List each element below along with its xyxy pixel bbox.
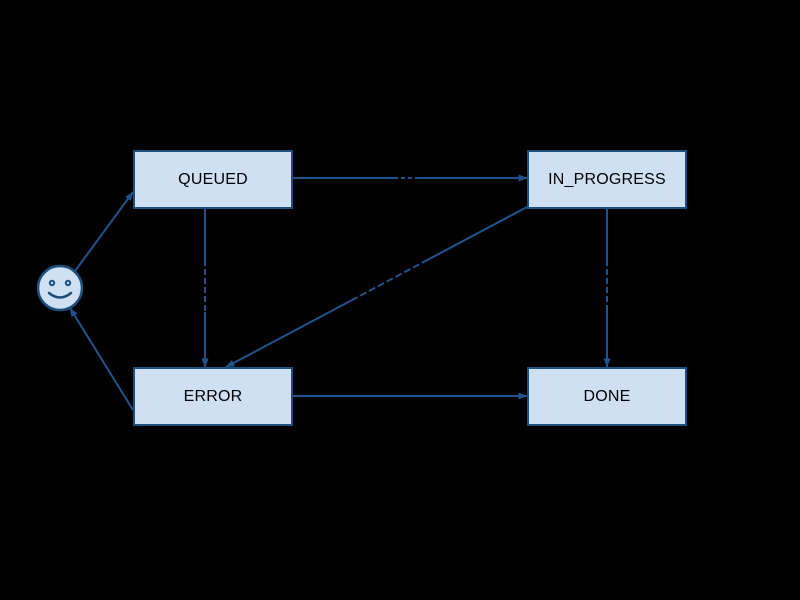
- start-state-node[interactable]: [36, 264, 84, 312]
- state-node-in-progress[interactable]: IN_PROGRESS: [527, 150, 687, 209]
- edge-inprogress-to-error-label-gap: [356, 261, 423, 300]
- smiley-face-icon: [36, 264, 84, 312]
- state-label-done: DONE: [583, 387, 631, 405]
- edge-error-to-start: [69, 307, 134, 411]
- edge-start-to-queued: [74, 191, 134, 272]
- state-node-error[interactable]: ERROR: [133, 367, 293, 426]
- smiley-mouth-icon: [47, 291, 73, 299]
- smiley-eye-left-icon: [48, 279, 56, 287]
- state-label-in-progress: IN_PROGRESS: [548, 170, 666, 188]
- state-label-queued: QUEUED: [178, 170, 248, 188]
- state-node-queued[interactable]: QUEUED: [133, 150, 293, 209]
- state-node-done[interactable]: DONE: [527, 367, 687, 426]
- state-label-error: ERROR: [183, 387, 243, 405]
- smiley-eye-right-icon: [64, 279, 72, 287]
